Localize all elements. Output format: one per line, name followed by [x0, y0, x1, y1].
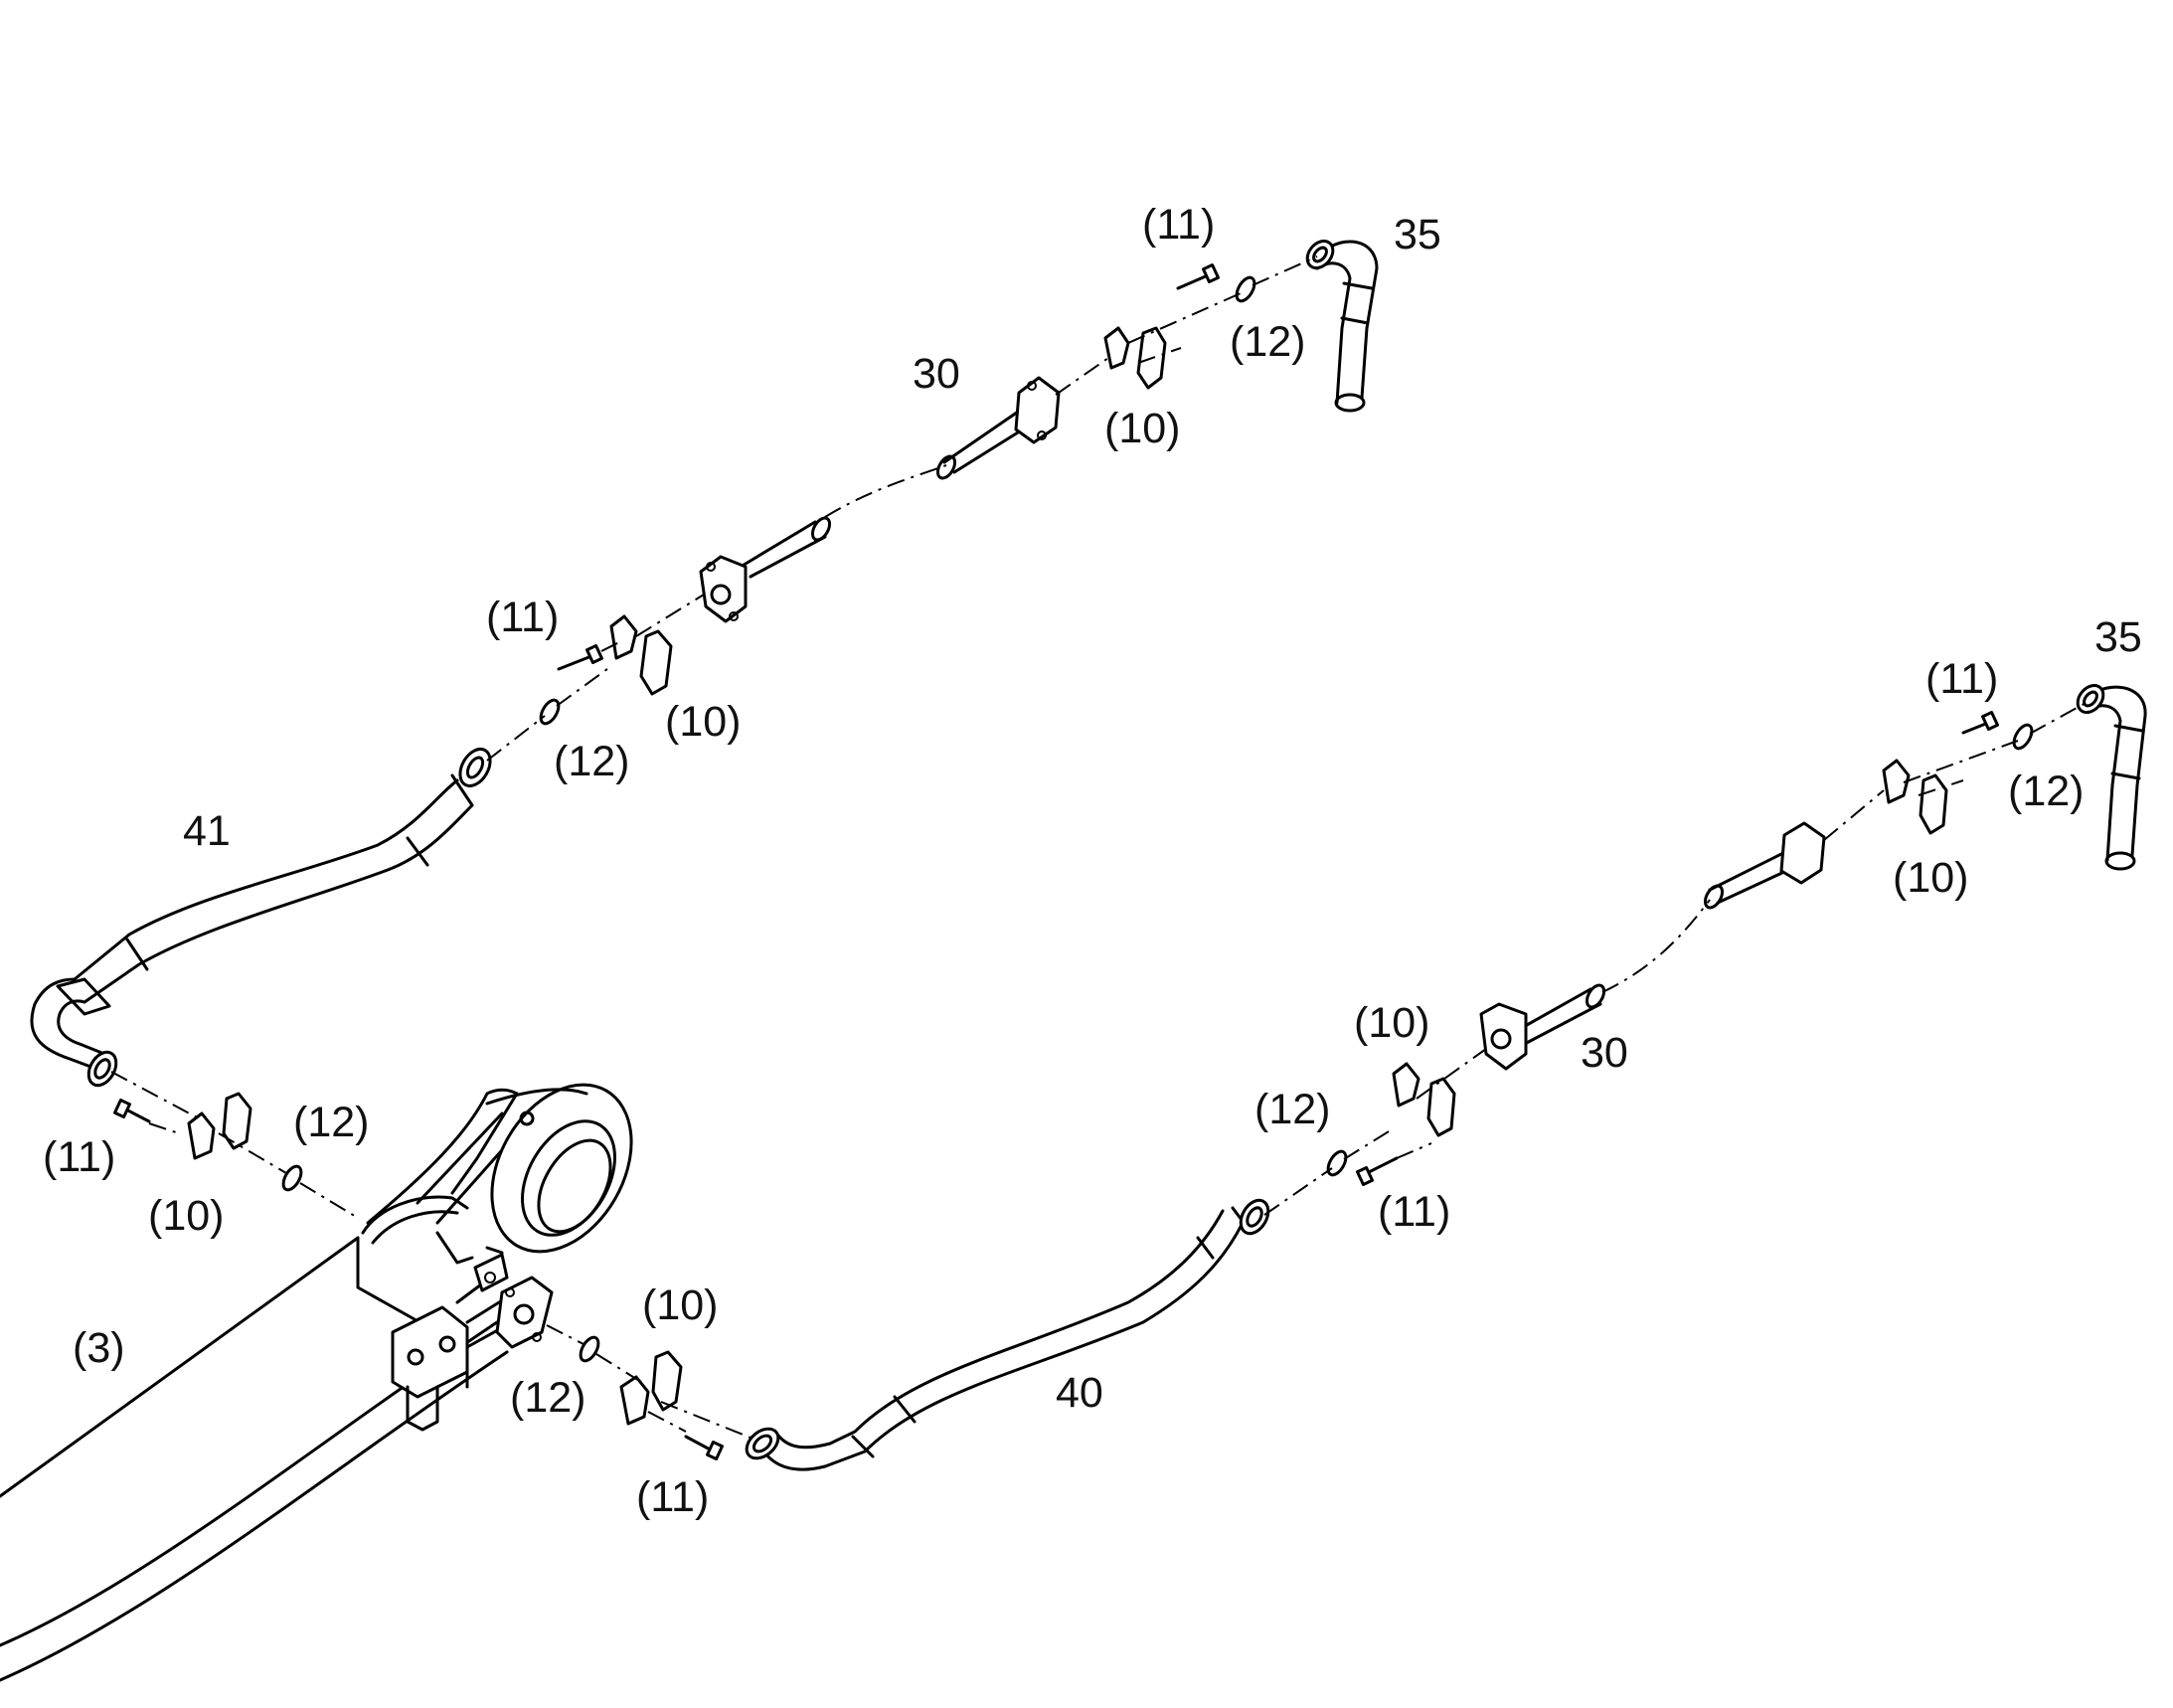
fitting-35-top	[1305, 240, 1379, 413]
label-fitting-35-right: 35	[2094, 613, 2142, 661]
label-flange-10-right-top: (10)	[1893, 854, 1969, 902]
label-oring-12-left: (12)	[293, 1099, 370, 1146]
label-oring-12-bottom: (12)	[510, 1374, 586, 1422]
hose-41	[30, 748, 492, 1088]
label-oring-12-mid: (12)	[554, 738, 630, 785]
label-flange-10-top: (10)	[1104, 405, 1181, 452]
label-hose-40: 40	[1056, 1369, 1103, 1417]
label-flange-10-left: (10)	[148, 1192, 225, 1240]
screws	[113, 263, 1999, 1460]
label-screw-11-right-mid: (11)	[1378, 1188, 1451, 1236]
hose-40	[745, 1198, 1270, 1471]
label-flange-10-mid: (10)	[665, 698, 742, 746]
label-tube-30-right: 30	[1581, 1029, 1628, 1077]
label-cylinder-3: (3)	[73, 1324, 125, 1372]
o-rings	[281, 275, 2034, 1363]
label-flange-10-bottom: (10)	[642, 1281, 719, 1329]
label-screw-11-right-top: (11)	[1925, 655, 1999, 703]
label-oring-12-right-top: (12)	[2008, 768, 2085, 815]
tube-30-right	[1479, 821, 1826, 1071]
label-screw-11-mid: (11)	[486, 594, 560, 641]
label-hose-41: 41	[183, 807, 231, 855]
label-screw-11-bottom: (11)	[636, 1473, 710, 1521]
fitting-35-right	[2076, 684, 2147, 871]
label-screw-11-left: (11)	[43, 1133, 116, 1181]
label-oring-12-top: (12)	[1230, 318, 1306, 366]
tube-30-top	[699, 376, 1061, 623]
flange-halves	[187, 326, 1948, 1426]
label-flange-10-right-mid: (10)	[1354, 999, 1430, 1047]
label-screw-11-top: (11)	[1142, 201, 1216, 249]
cylinder-body	[0, 1195, 554, 1682]
label-tube-30-top: 30	[913, 350, 960, 398]
label-oring-12-right-mid: (12)	[1254, 1086, 1331, 1133]
center-lines	[110, 256, 2089, 1441]
rod-end-eye	[366, 1083, 633, 1265]
label-fitting-35-top: 35	[1394, 211, 1441, 258]
